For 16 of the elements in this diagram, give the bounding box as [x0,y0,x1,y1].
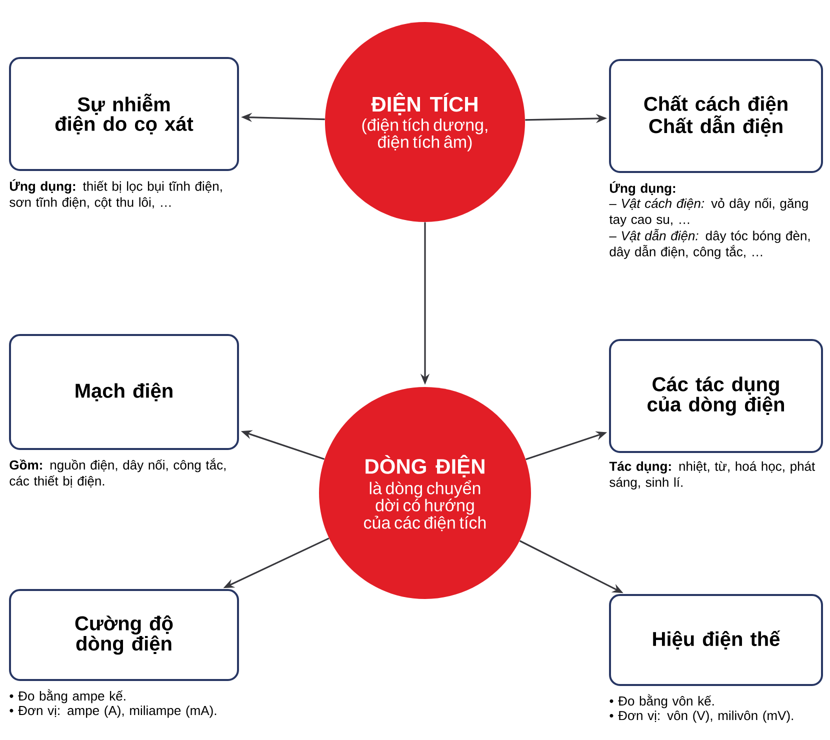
caption-text: Ứng dụng: thiết bị lọc bụi tĩnh điện, sơn tĩnh điện, cột thu lôi, … [10,179,222,209]
topic-box: Hiệu điện thế [609,594,823,686]
topic-box: Mạch điện [9,334,239,450]
caption-text: • Đơn vị: ampe (A), miliampe (mA). [10,706,216,718]
caption-text: • Đo bằng ampe kế. [10,689,126,704]
caption-text: • Đơn vị: vôn (V), milivôn (mV). [610,710,793,723]
topic-box: Cường độ dòng điện [9,589,239,681]
caption-text: – Vật cách điện: vỏ dây nối, găng tay cao su, … [609,198,808,227]
caption-text: Gồm: nguồn điện, dây nối, công tắc, các thiết bị điện. [10,458,226,488]
caption-text: Ứng dụng: [610,181,676,196]
caption-text: • Đo bằng vôn kế. [610,694,714,708]
caption-text: Tác dụng: nhiệt, từ, hoá học, phát sáng, sinh lí. [609,461,816,490]
caption-text: – Vật dẫn điện: dây tóc bóng đèn, dây dẫn điện, công tắc, … [609,228,810,259]
topic-box: Các tác dụng của dòng điện [609,339,823,453]
topic-box: Chất cách điện Chất dẫn điện [609,59,823,173]
topic-box: Sự nhiễm điện do cọ xát [9,57,239,171]
